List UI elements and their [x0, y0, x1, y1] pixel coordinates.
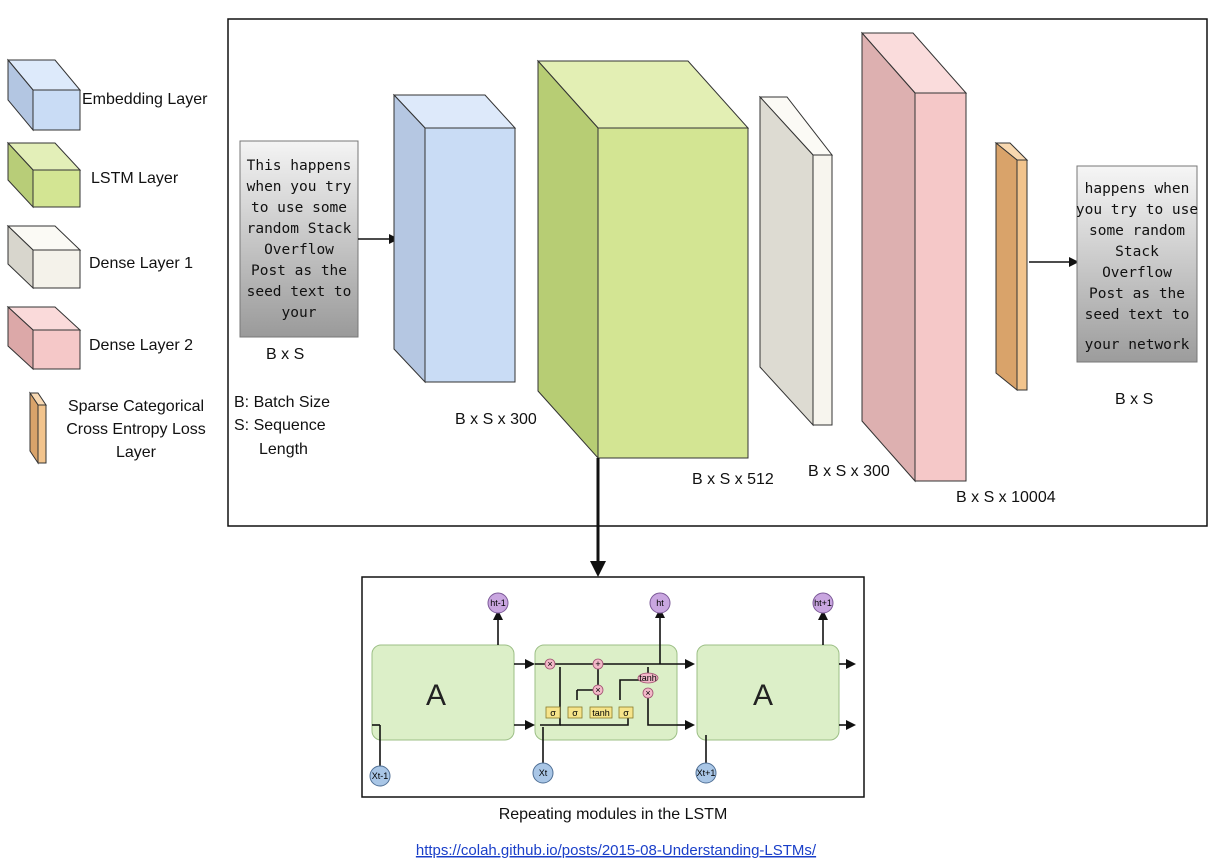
embedding-layer-block [392, 93, 517, 384]
output-text-line-7: seed text to [1085, 307, 1190, 323]
note-sequence: S: Sequence [234, 417, 326, 434]
gate-output-sigma [618, 706, 634, 719]
lstm-layer-block [536, 59, 750, 460]
op-cell-tanh-label: tanh [639, 673, 657, 683]
hidden-node-current-label: ht [656, 598, 664, 608]
loss-layer-block [994, 141, 1029, 392]
legend-embedding-label: Embedding Layer [82, 91, 208, 108]
legend-loss-label-line2: Cross Entropy Loss [66, 421, 206, 438]
note-length: Length [259, 441, 308, 458]
input-nodes: Xt-1 Xt Xt+1 [369, 762, 717, 787]
hidden-node-current [649, 592, 671, 614]
input-text-line-4: random Stack [247, 221, 352, 237]
input-node-current-label: Xt [539, 768, 548, 778]
hidden-node-prev [487, 592, 509, 614]
legend-embedding-cube-icon [6, 58, 82, 132]
lstm-module-right: A [696, 644, 840, 741]
dense2-shape-label: B x S x 10004 [956, 489, 1056, 506]
output-text-box: happens when you try to use some random … [1076, 165, 1198, 363]
lstm-gates: σ σ tanh σ [545, 706, 634, 719]
input-node-current [532, 762, 554, 784]
output-text-line-5: Overflow [1102, 265, 1172, 281]
op-output-multiply-label: × [645, 688, 650, 698]
gate-input-sigma [567, 706, 583, 719]
dense2-layer-block [860, 31, 968, 483]
hidden-node-prev-label: ht-1 [490, 598, 506, 608]
gate-forget-label: σ [550, 708, 556, 718]
legend-loss-label-line1: Sparse Categorical [68, 398, 204, 415]
input-text-box: This happens when you try to use some ra… [239, 140, 359, 338]
hidden-node-next-label: ht+1 [814, 598, 832, 608]
lstm-module-right-label: A [753, 679, 773, 712]
op-output-multiply [642, 687, 654, 699]
input-text-line-8: your [282, 305, 317, 321]
input-text-line-5: Overflow [264, 242, 334, 258]
legend: Embedding Layer LSTM Layer Dense Layer 1… [6, 58, 208, 465]
op-input-multiply [592, 684, 604, 696]
gate-candidate-label: tanh [592, 708, 610, 718]
legend-loss-slab-icon [29, 391, 47, 465]
model-frame [227, 18, 1208, 527]
op-add-label: + [595, 659, 600, 669]
output-shape-label: B x S [1115, 391, 1153, 408]
input-text-line-6: Post as the [251, 263, 347, 279]
output-text-line-1: happens when [1085, 181, 1190, 197]
note-batch-size: B: Batch Size [234, 394, 330, 411]
lstm-shape-label: B x S x 512 [692, 471, 774, 488]
op-forget-multiply-label: × [547, 659, 552, 669]
input-text-line-3: to use some [251, 200, 347, 216]
dense1-layer-block [758, 95, 834, 427]
legend-dense2-cube-icon [6, 305, 82, 371]
legend-dense1-cube-icon [6, 224, 82, 290]
output-text-line-4: Stack [1115, 244, 1159, 260]
input-text-line-7: seed text to [247, 284, 352, 300]
input-node-next-label: Xt+1 [697, 768, 716, 778]
gate-output-label: σ [623, 708, 629, 718]
op-cell-tanh [637, 672, 659, 684]
op-add [592, 658, 604, 670]
input-node-prev-label: Xt-1 [372, 771, 389, 781]
gate-forget-sigma [545, 706, 561, 719]
lstm-module-left-label: A [426, 679, 446, 712]
embedding-shape-label: B x S x 300 [455, 411, 537, 428]
dense1-shape-label: B x S x 300 [808, 463, 890, 480]
input-node-next [695, 762, 717, 784]
output-text-line-6: Post as the [1089, 286, 1185, 302]
input-shape-label: B x S [266, 346, 304, 363]
lstm-connections [372, 608, 856, 770]
output-text-line-2: you try to use [1076, 202, 1198, 218]
hidden-node-next [812, 592, 834, 614]
legend-lstm-cube-icon [6, 141, 82, 209]
colah-blog-link[interactable]: https://colah.github.io/posts/2015-08-Un… [416, 842, 817, 859]
gate-input-label: σ [572, 708, 578, 718]
lstm-pointwise-ops: × + × × tanh [544, 658, 659, 699]
gate-candidate-tanh [589, 706, 613, 719]
input-node-prev [369, 765, 391, 787]
legend-dense2-label: Dense Layer 2 [89, 337, 193, 354]
op-input-multiply-label: × [595, 685, 600, 695]
legend-loss-label-line3: Layer [116, 444, 157, 461]
lstm-detail-caption: Repeating modules in the LSTM [499, 806, 728, 823]
output-text-line-8: your network [1085, 337, 1190, 353]
legend-dense1-label: Dense Layer 1 [89, 255, 193, 272]
output-text-line-3: some random [1089, 223, 1185, 239]
hidden-state-nodes: ht-1 ht ht+1 [487, 592, 834, 614]
legend-lstm-label: LSTM Layer [91, 170, 179, 187]
op-forget-multiply [544, 658, 556, 670]
input-text-line-2: when you try [247, 179, 352, 195]
input-text-line-1: This happens [247, 158, 352, 174]
lstm-module-left: A [371, 644, 515, 741]
